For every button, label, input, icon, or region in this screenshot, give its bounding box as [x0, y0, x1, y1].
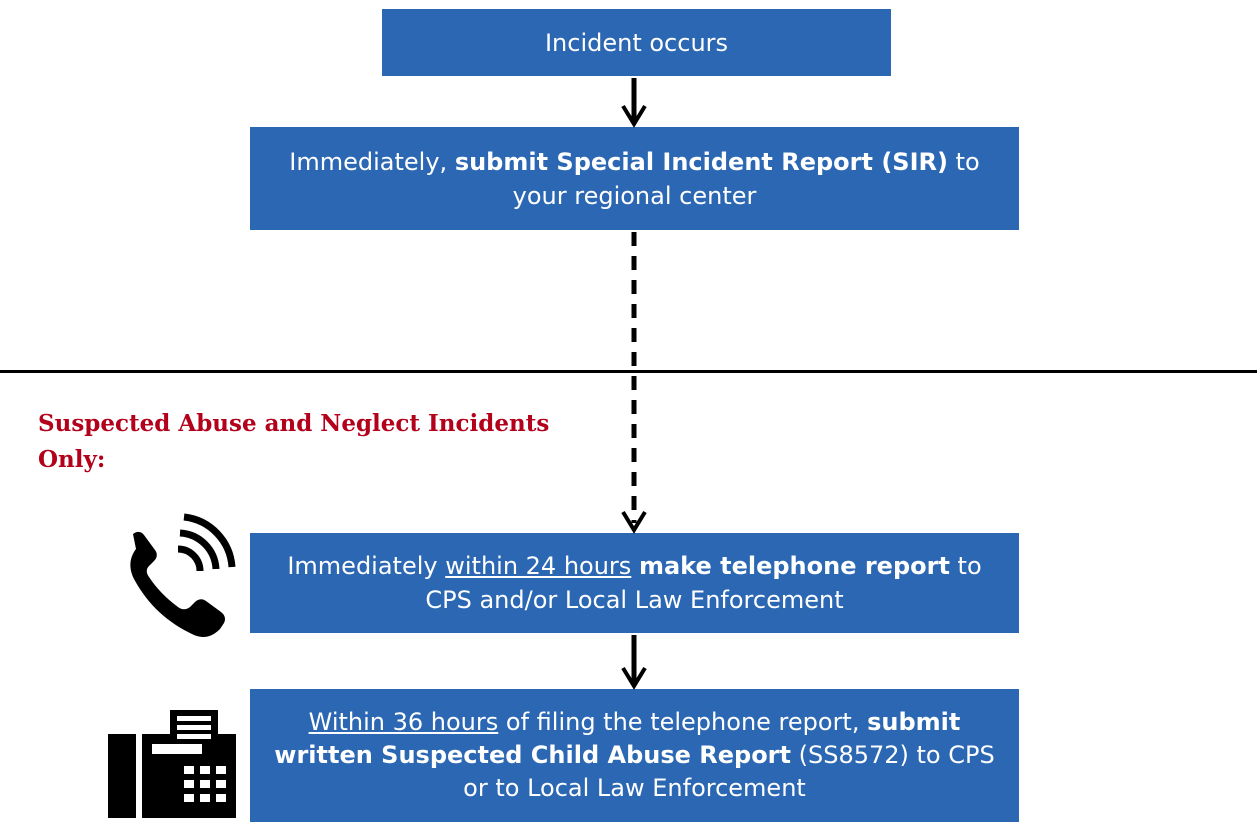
section-divider: [0, 370, 1257, 373]
arrow-incident-to-sir: [621, 78, 647, 128]
step-tel-bold: make telephone report: [638, 552, 950, 580]
step-telephone-report: Immediately within 24 hours make telepho…: [250, 533, 1019, 633]
step-tel-underline: within 24 hours: [445, 552, 632, 580]
dashed-arrow-sir-to-telephone: [621, 232, 647, 534]
step-written-report: Within 36 hours of filing the telephone …: [250, 689, 1019, 822]
step-tel-post: to CPS and/or Local Law Enforcement: [425, 552, 982, 614]
step-written-pre: of filing the telephone report,: [498, 708, 868, 736]
step-sir-pre: Immediately,: [289, 147, 455, 176]
telephone-ringing-icon: [130, 513, 236, 637]
step-incident-occurs: Incident occurs: [382, 9, 891, 76]
step-sir-post: to your regional center: [512, 147, 980, 210]
step-submit-sir: Immediately, submit Special Incident Rep…: [250, 127, 1019, 230]
fax-machine-icon: [108, 710, 236, 818]
section-title: Suspected Abuse and Neglect Incidents On…: [38, 410, 550, 473]
step-tel-pre: Immediately: [287, 552, 446, 580]
arrow-telephone-to-written: [621, 635, 647, 690]
step-incident-text: Incident occurs: [544, 28, 729, 57]
step-written-post: (SS8572) to CPS or to Local Law Enforcem…: [463, 741, 995, 802]
step-sir-bold: submit Special Incident Report (SIR): [454, 147, 948, 176]
step-written-underline: Within 36 hours: [308, 708, 499, 736]
step-written-bold: submit written Suspected Child Abuse Rep…: [274, 708, 961, 769]
